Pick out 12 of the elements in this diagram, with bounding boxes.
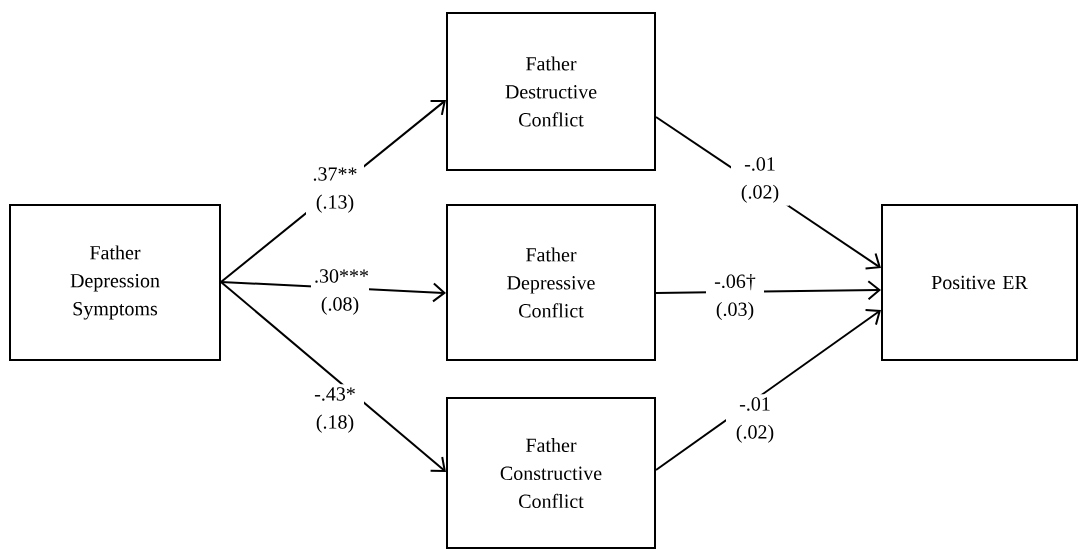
path-coefficient: -.01 (.02) — [726, 394, 784, 446]
arrow — [220, 281, 446, 472]
path-coefficient: -.43* (.18) — [306, 384, 364, 436]
path-box: Father Destructive Conflict — [446, 12, 656, 171]
path-box: Father Depression Symptoms — [9, 204, 221, 361]
path-coefficient: -.01 (.02) — [731, 154, 789, 206]
path-coefficient: .30*** (.08) — [311, 266, 369, 318]
path-box: Positive ER — [881, 204, 1078, 361]
path-coefficient: -.06† (.03) — [706, 270, 764, 324]
path-box: Father Depressive Conflict — [446, 204, 656, 361]
path-box: Father Constructive Conflict — [446, 397, 656, 549]
path-coefficient: .37** (.13) — [306, 164, 364, 216]
